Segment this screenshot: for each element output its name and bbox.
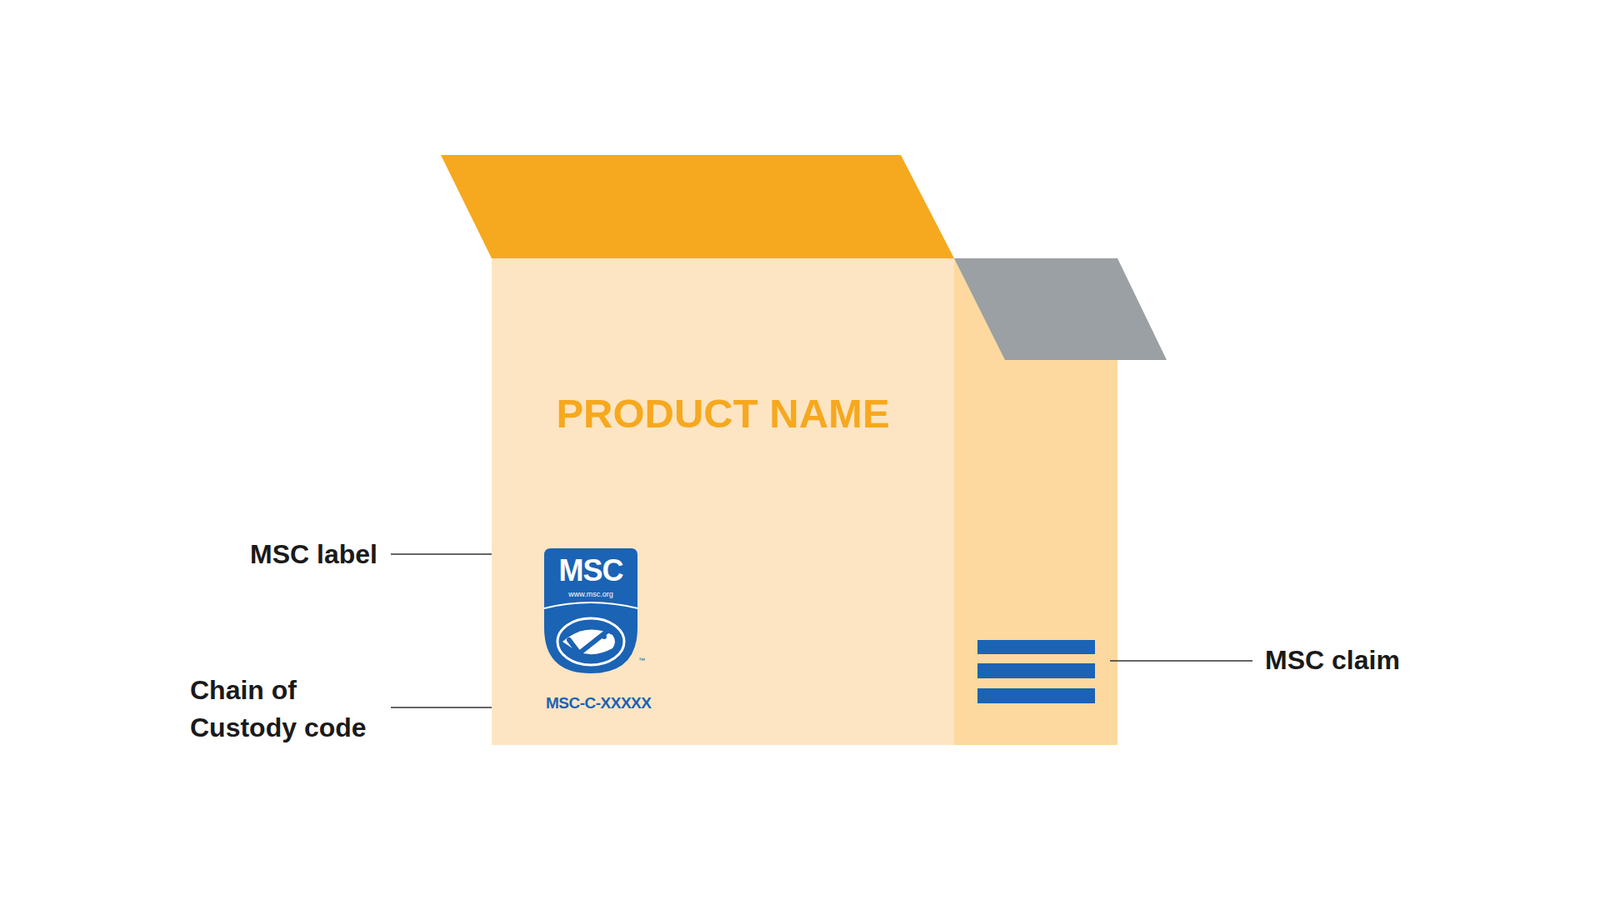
logo-url: www.msc.org [544, 590, 638, 599]
box-side-flap [954, 258, 1167, 360]
callout-label: MSC label [141, 538, 378, 570]
product-box: PRODUCT NAME MSCwww.msc.org [491, 258, 955, 745]
leader-line [1110, 660, 1253, 662]
trademark: ™ [638, 656, 645, 665]
callout-label: Chain of Custody code [190, 671, 387, 747]
logo-wordmark: MSC [544, 553, 638, 589]
msc-logo: MSCwww.msc.org [544, 548, 638, 674]
box-flap [440, 155, 955, 259]
product-name: PRODUCT NAME [491, 390, 955, 437]
claim-stripe [977, 663, 1095, 679]
callout-label: MSC claim [1265, 644, 1400, 676]
claim-stripe [977, 640, 1095, 655]
coc-code: MSC-C-XXXXX [545, 694, 651, 713]
claim-stripe [977, 688, 1095, 704]
